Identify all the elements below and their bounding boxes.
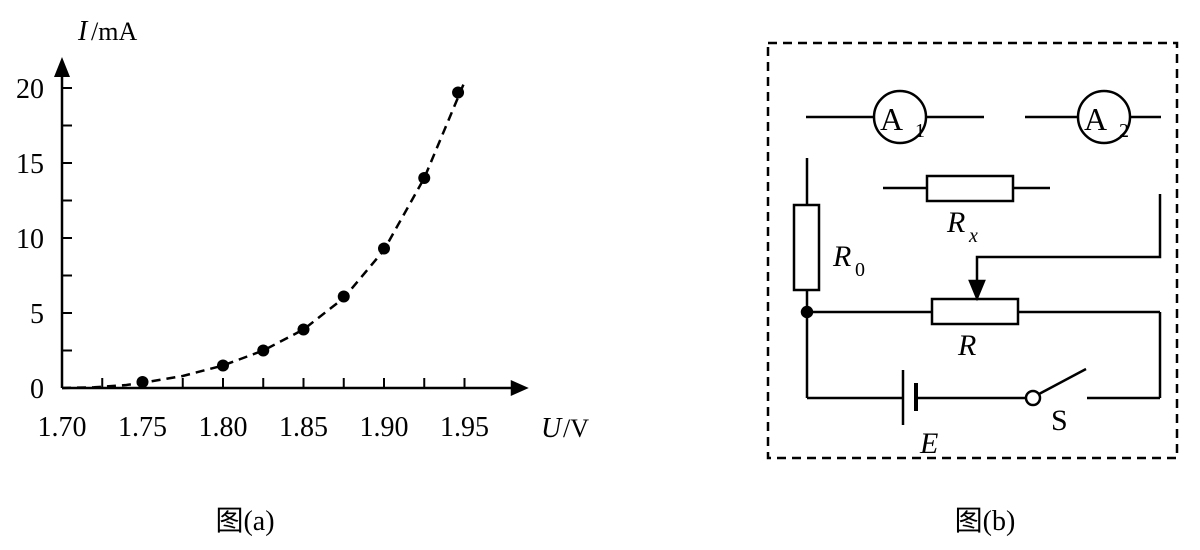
x-tick-label: 1.85 xyxy=(279,412,328,443)
rheostat-label: R xyxy=(957,329,976,362)
rheostat-r xyxy=(807,297,1162,398)
data-point xyxy=(217,359,229,372)
caption-b: 图(b) xyxy=(955,506,1016,537)
y-tick-label: 0 xyxy=(30,374,44,405)
battery-label: E xyxy=(919,427,938,460)
x-tick-label: 1.75 xyxy=(118,412,167,443)
y-axis-label: I xyxy=(77,16,89,47)
resistor-rx xyxy=(883,174,1050,203)
ammeter-a2 xyxy=(1025,89,1161,145)
ammeter-a1-sub: 1 xyxy=(915,120,925,142)
x-axis-unit: /V xyxy=(563,414,589,443)
ammeter-a2-sub: 2 xyxy=(1119,120,1129,142)
ammeter-a1 xyxy=(806,89,984,145)
fit-curve xyxy=(61,81,466,390)
data-points xyxy=(136,86,465,388)
data-point xyxy=(378,242,390,255)
slider-contact xyxy=(968,194,1162,302)
circuit-labels: A 1 A 2 R x R 0 R E S 图(b) xyxy=(832,101,1129,537)
circuit-diagram xyxy=(766,41,1179,460)
rx-label: R xyxy=(946,206,965,239)
x-tick-label: 1.80 xyxy=(199,412,248,443)
data-point xyxy=(297,323,310,336)
data-point xyxy=(418,172,431,184)
dashed-border xyxy=(766,41,1179,460)
x-axis-arrow xyxy=(510,380,529,396)
r0-label: R xyxy=(832,240,851,273)
data-point xyxy=(337,290,350,303)
switch-s xyxy=(1024,367,1160,407)
data-point xyxy=(136,376,149,388)
data-point xyxy=(452,86,465,99)
chart-ticks: 1.70 1.75 1.80 1.85 1.90 1.95 0 5 10 15 20 xyxy=(16,74,489,443)
battery-e xyxy=(807,370,1025,425)
x-tick-label: 1.90 xyxy=(360,412,409,443)
y-tick-label: 15 xyxy=(16,149,44,180)
ammeter-a1-label: A xyxy=(880,101,903,137)
caption-a: 图(a) xyxy=(215,506,274,537)
rx-sub: x xyxy=(968,225,978,247)
x-tick-label: 1.70 xyxy=(38,412,87,443)
y-tick-label: 20 xyxy=(16,74,44,105)
y-axis-arrow xyxy=(54,57,70,77)
switch-label: S xyxy=(1051,404,1068,437)
y-tick-label: 10 xyxy=(16,224,44,255)
iu-chart: 1.70 1.75 1.80 1.85 1.90 1.95 0 5 10 15 20 I /mA U… xyxy=(16,16,589,537)
y-axis-unit: /mA xyxy=(91,17,137,46)
resistor-r0 xyxy=(792,158,821,398)
fit-curve-path xyxy=(61,81,466,390)
x-tick-label: 1.95 xyxy=(440,412,489,443)
chart-axes xyxy=(54,57,529,396)
y-tick-label: 5 xyxy=(30,299,44,330)
data-point xyxy=(257,344,270,357)
r0-sub: 0 xyxy=(855,259,865,281)
ammeter-a2-label: A xyxy=(1084,101,1107,137)
x-axis-label: U xyxy=(541,413,563,444)
